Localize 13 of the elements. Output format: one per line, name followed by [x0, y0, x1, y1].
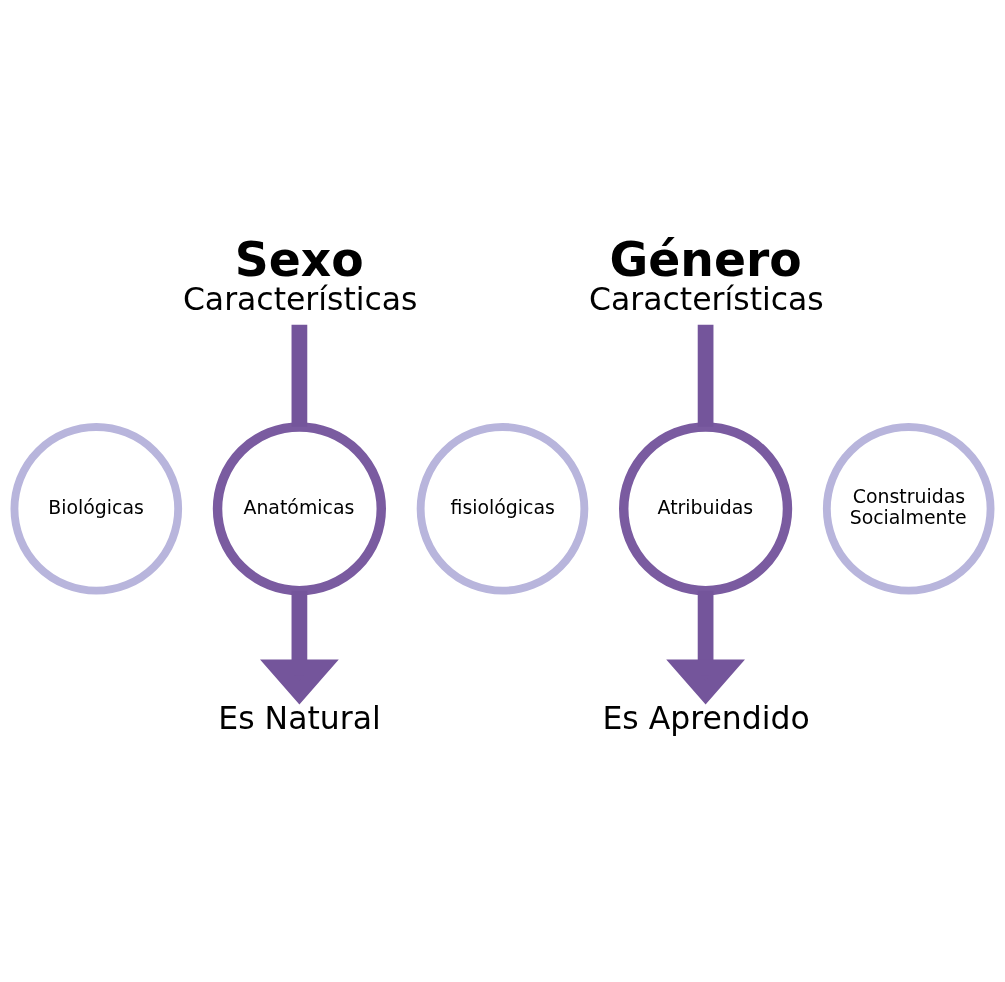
arrow: [260, 590, 339, 705]
node-circle: Atribuidas: [619, 421, 793, 595]
node-circle: Biológicas: [10, 422, 183, 595]
node-text: Género Características: [589, 231, 824, 317]
arrow: [666, 590, 745, 705]
connector: [697, 324, 714, 427]
node-circle: Construidas Socialmente: [822, 422, 995, 595]
node-circle: Anatómicas: [212, 421, 386, 595]
connector: [291, 324, 308, 427]
node-text: Es Aprendido: [602, 699, 810, 736]
node-text: Sexo Características: [182, 231, 418, 317]
node-circle: fisiológicas: [416, 422, 589, 595]
node-text: Es Natural: [218, 699, 381, 736]
